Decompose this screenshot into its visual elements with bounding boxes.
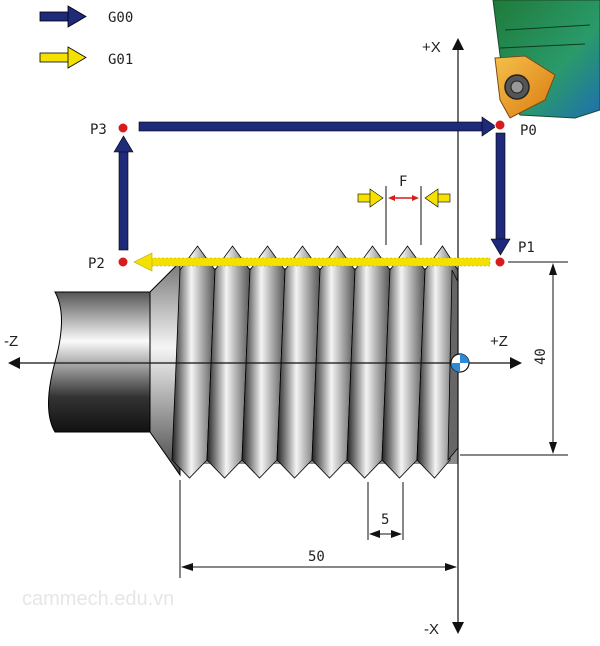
plus-x-label: +X [422,39,441,56]
legend-g01-label: G01 [108,52,133,68]
thread-crests [171,245,459,479]
legend: G00 G01 [39,5,133,69]
plus-x-arrowhead [452,38,464,50]
legend-g01-arrow [39,46,87,69]
point-p1 [494,256,506,268]
pitch-dimension: 5 [367,482,404,540]
minus-x-label: -X [424,621,439,638]
label-p3: P3 [90,122,107,138]
point-p3 [117,122,129,134]
plus-z-label: +Z [490,333,508,350]
label-p0: P0 [520,123,537,139]
minus-x-arrowhead [452,622,464,634]
point-p0 [494,119,506,131]
diameter-dimension: 40 [460,261,568,456]
feed-dimension: F [357,174,451,245]
minus-z-arrowhead [8,357,20,369]
threading-tool [492,0,600,119]
pitch-label: 5 [381,512,389,528]
point-p2 [117,256,129,268]
diameter-label: 40 [533,348,549,365]
plus-z-arrowhead [510,357,522,369]
rapid-path [113,116,511,256]
origin-symbol [450,353,470,373]
points: P0 P1 P2 P3 [88,119,537,272]
length-label: 50 [308,549,325,565]
length-dimension: 50 [179,480,457,578]
thread-band [416,245,459,479]
label-p1: P1 [518,240,535,256]
legend-g00-arrow [39,5,87,28]
feed-label: F [399,174,407,190]
label-p2: P2 [88,256,105,272]
feed-path [133,252,491,272]
workpiece [48,245,459,479]
minus-z-label: -Z [4,333,18,350]
legend-g00-label: G00 [108,10,133,26]
watermark: cammech.edu.vn [22,588,174,610]
